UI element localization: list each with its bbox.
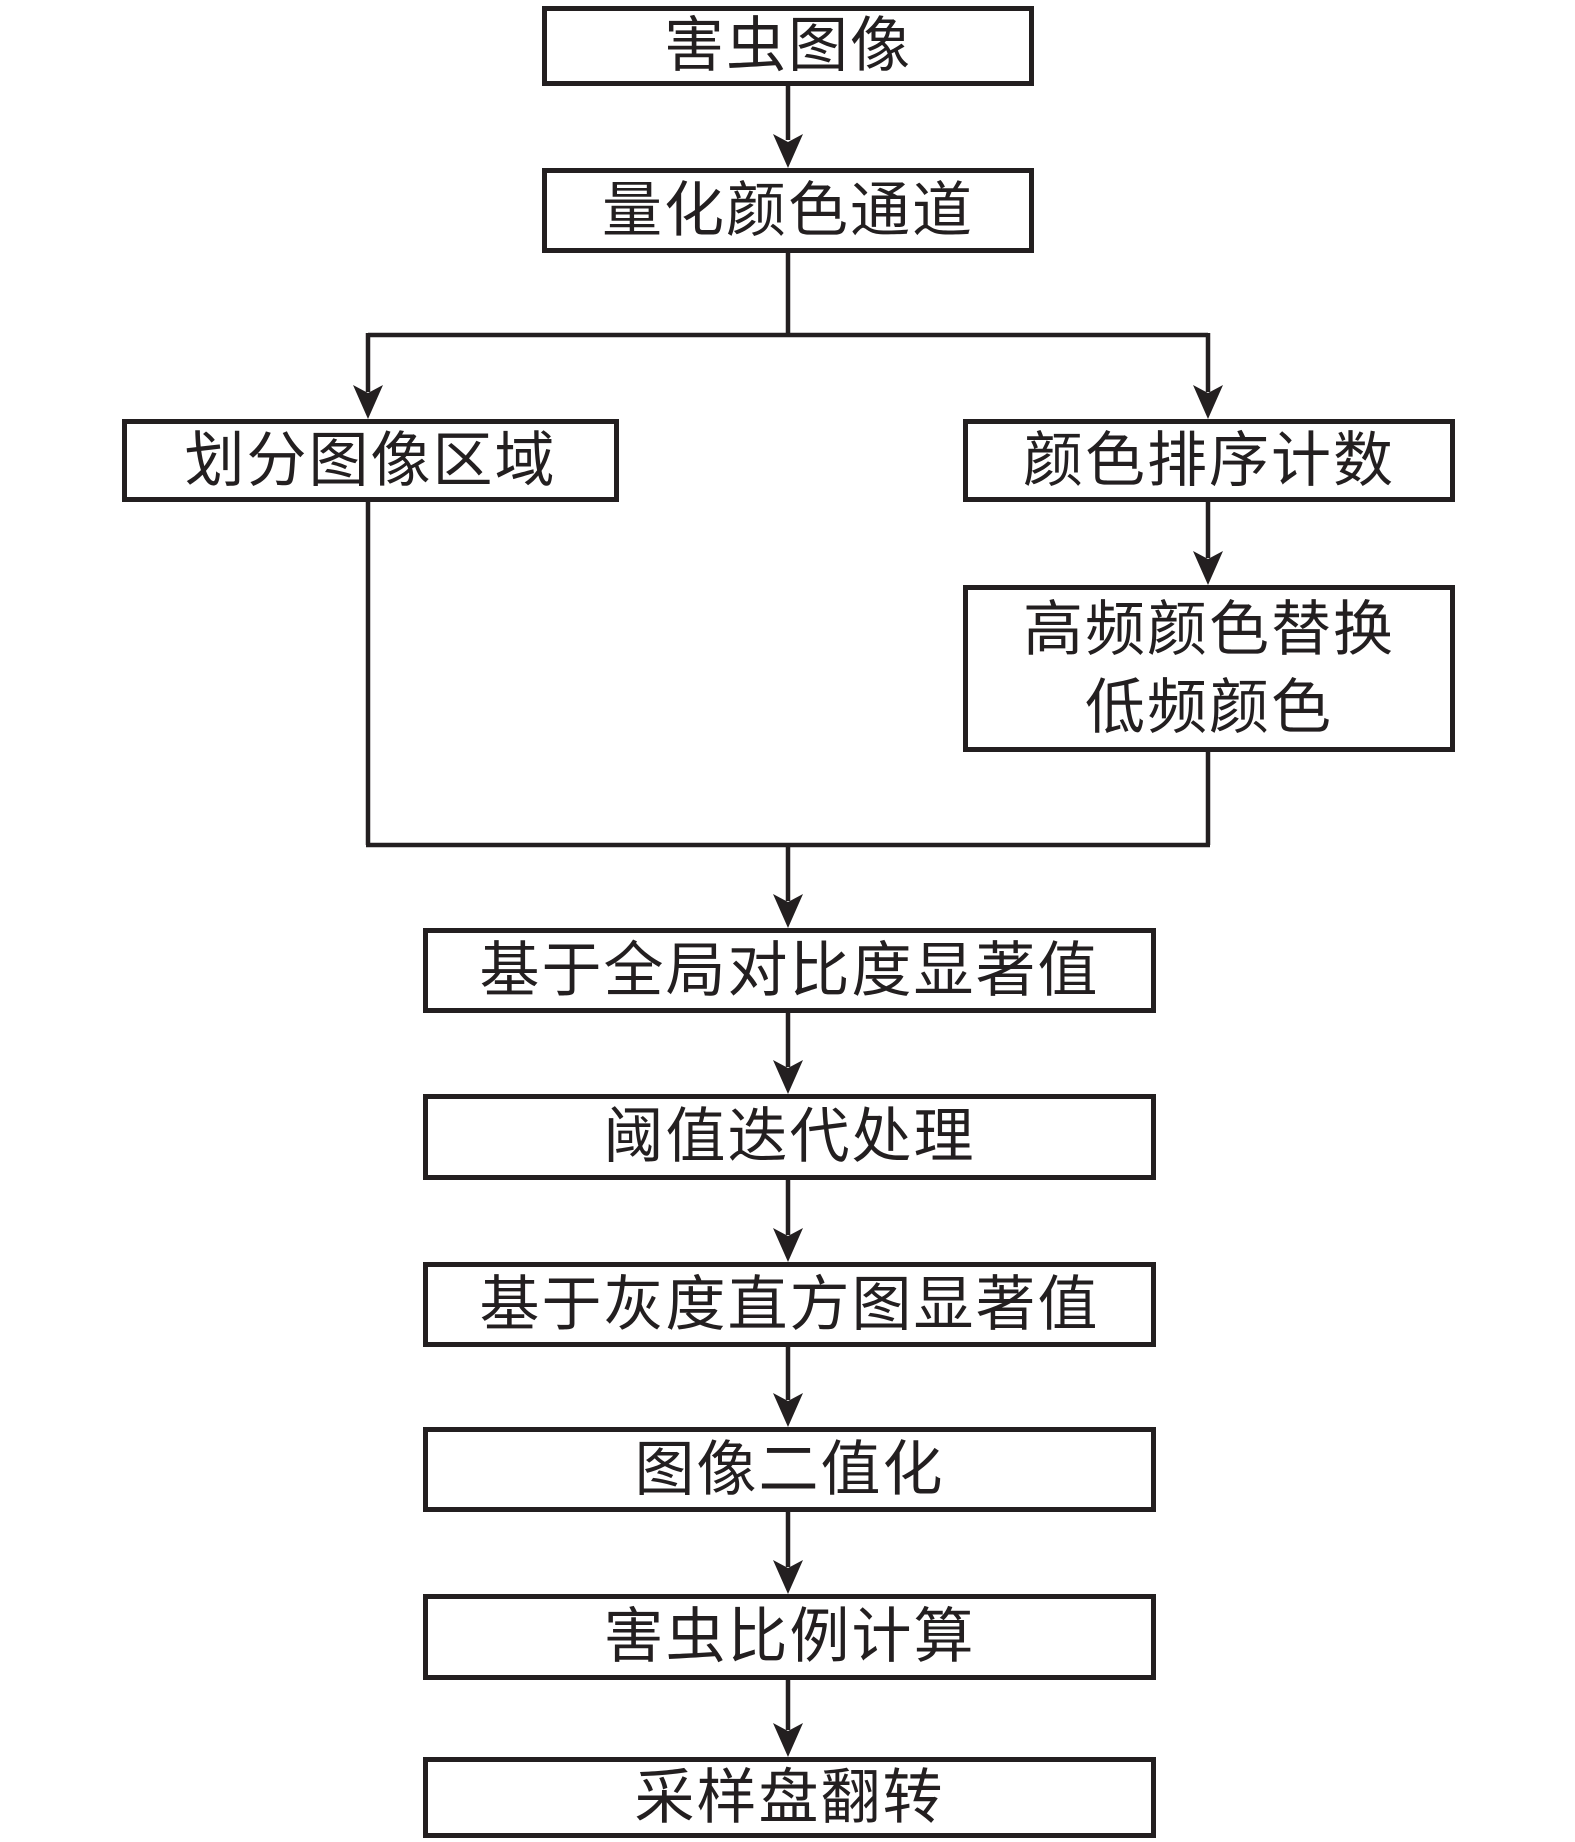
arrow-binarize-to-ratio [773,1512,803,1594]
arrow-pest-to-quantize [773,86,803,168]
arrow-merge-to-saliency [365,502,1211,928]
node-replace-low-freq-colors: 高频颜色替换 低频颜色 [963,585,1455,752]
node-global-contrast-saliency: 基于全局对比度显著值 [423,928,1156,1013]
node-gray-histogram-saliency: 基于灰度直方图显著值 [423,1262,1156,1347]
node-quantize-color-channel: 量化颜色通道 [542,168,1034,253]
node-pest-ratio-calculation: 害虫比例计算 [423,1594,1156,1680]
node-threshold-iteration: 阈值迭代处理 [423,1094,1156,1180]
node-image-binarization: 图像二值化 [423,1427,1156,1512]
arrow-sort-to-replace [1193,502,1223,585]
arrow-saliency-to-threshold [773,1013,803,1094]
arrow-threshold-to-histogram [773,1180,803,1262]
node-divide-image-regions: 划分图像区域 [122,419,619,502]
node-sampling-plate-flip: 采样盘翻转 [423,1757,1156,1838]
arrow-split-branches [353,253,1223,419]
node-color-sort-count: 颜色排序计数 [963,419,1455,502]
node-pest-image: 害虫图像 [542,6,1034,86]
arrow-ratio-to-flip [773,1680,803,1757]
arrow-histogram-to-binarize [773,1347,803,1427]
